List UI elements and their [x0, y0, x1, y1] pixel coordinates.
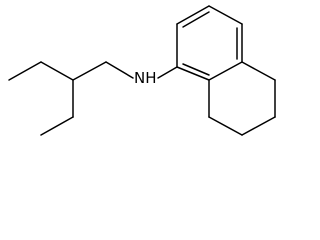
bond-ch-to-ch2 [72, 61, 107, 81]
chemical-structure-diagram: NH [8, 5, 276, 136]
aromatic-double-bond-inner-3 [182, 63, 210, 76]
amine-nitrogen-label: NH [134, 69, 157, 87]
aromatic-bond-fused [208, 61, 243, 81]
aromatic-bond-2 [176, 5, 210, 25]
aromatic-bond-3 [208, 5, 243, 25]
aliphatic-bond-3 [241, 116, 276, 136]
bond-methyl-upper [8, 61, 42, 81]
aromatic-double-bond-inner-1 [182, 11, 210, 28]
bond-n-to-ring [157, 66, 178, 79]
bond-ch2-to-n [105, 61, 134, 79]
bond-ethyl-upper [40, 61, 74, 81]
bond-methyl-lower [40, 116, 74, 136]
aliphatic-bond-1 [241, 61, 276, 81]
aliphatic-bond-4 [208, 116, 243, 136]
aromatic-bond-6 [176, 66, 210, 81]
